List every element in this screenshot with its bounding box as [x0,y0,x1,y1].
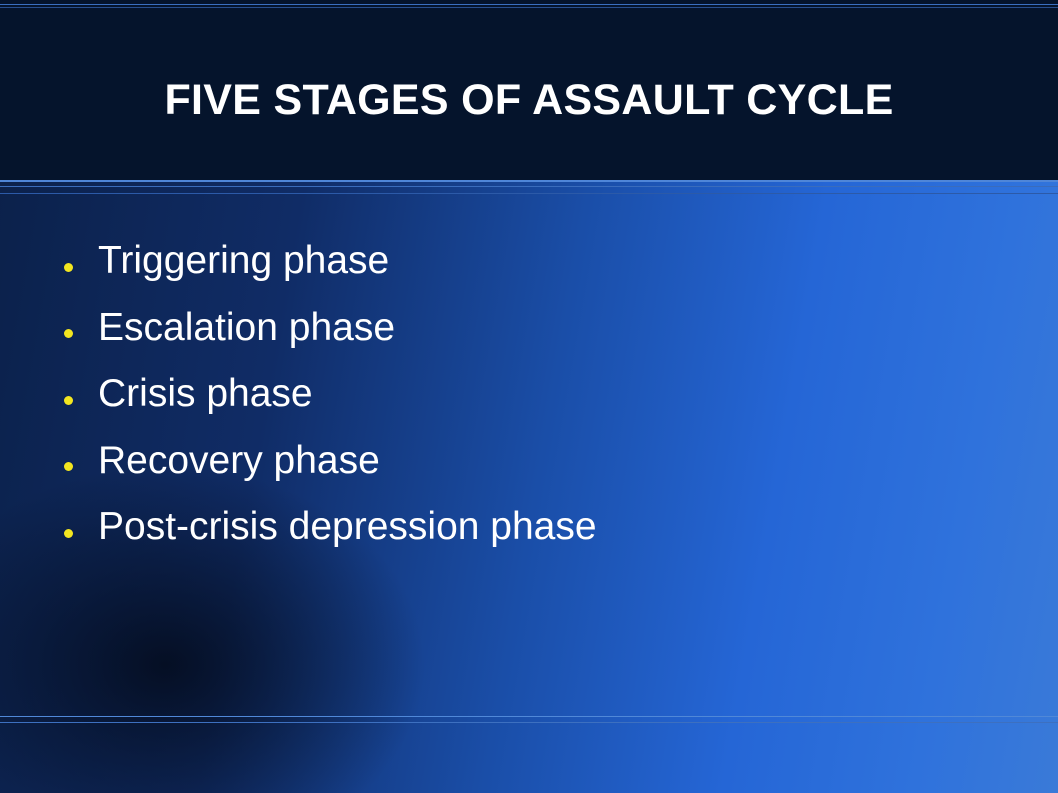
bullet-text: Post-crisis depression phase [98,505,597,549]
bullet-dot-icon [64,528,73,538]
title-bar [0,0,1058,180]
bullet-dot-icon [64,395,73,405]
header-divider-line-tertiary [0,193,1058,194]
bullet-item-escalation: Escalation phase [64,295,597,362]
bullet-item-crisis: Crisis phase [64,361,597,428]
bullet-dot-icon [64,462,73,472]
bullet-item-post-crisis: Post-crisis depression phase [64,494,597,561]
header-top-rule [0,4,1058,5]
bullet-item-triggering: Triggering phase [64,228,597,295]
bullet-item-recovery: Recovery phase [64,428,597,495]
header-divider-line-secondary [0,186,1058,187]
bullet-dot-icon [64,262,73,272]
bullet-text: Triggering phase [98,239,390,283]
bullet-list: Triggering phase Escalation phase Crisis… [64,228,597,561]
bullet-text: Escalation phase [98,305,396,349]
bullet-dot-icon [64,329,73,339]
bullet-text: Crisis phase [98,372,313,416]
slide-title: FIVE STAGES OF ASSAULT CYCLE [164,76,894,124]
footer-rule-secondary [0,722,1058,723]
header-top-rule-secondary [0,7,1058,8]
bullet-text: Recovery phase [98,438,380,482]
footer-rule [0,716,1058,717]
header-divider-line [0,180,1058,182]
